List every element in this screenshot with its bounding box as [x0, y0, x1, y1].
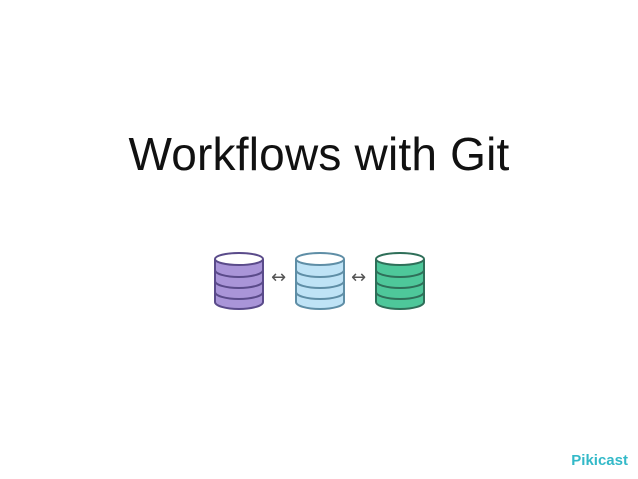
database-icon-green — [374, 252, 426, 312]
slide-title: Workflows with Git — [128, 128, 510, 180]
brand-logo: Pikicast — [571, 452, 628, 469]
bidirectional-arrow-icon: ↔ — [351, 267, 367, 288]
database-icon-purple — [213, 252, 265, 312]
bidirectional-arrow-icon: ↔ — [271, 267, 287, 288]
database-icon-blue — [294, 252, 346, 312]
